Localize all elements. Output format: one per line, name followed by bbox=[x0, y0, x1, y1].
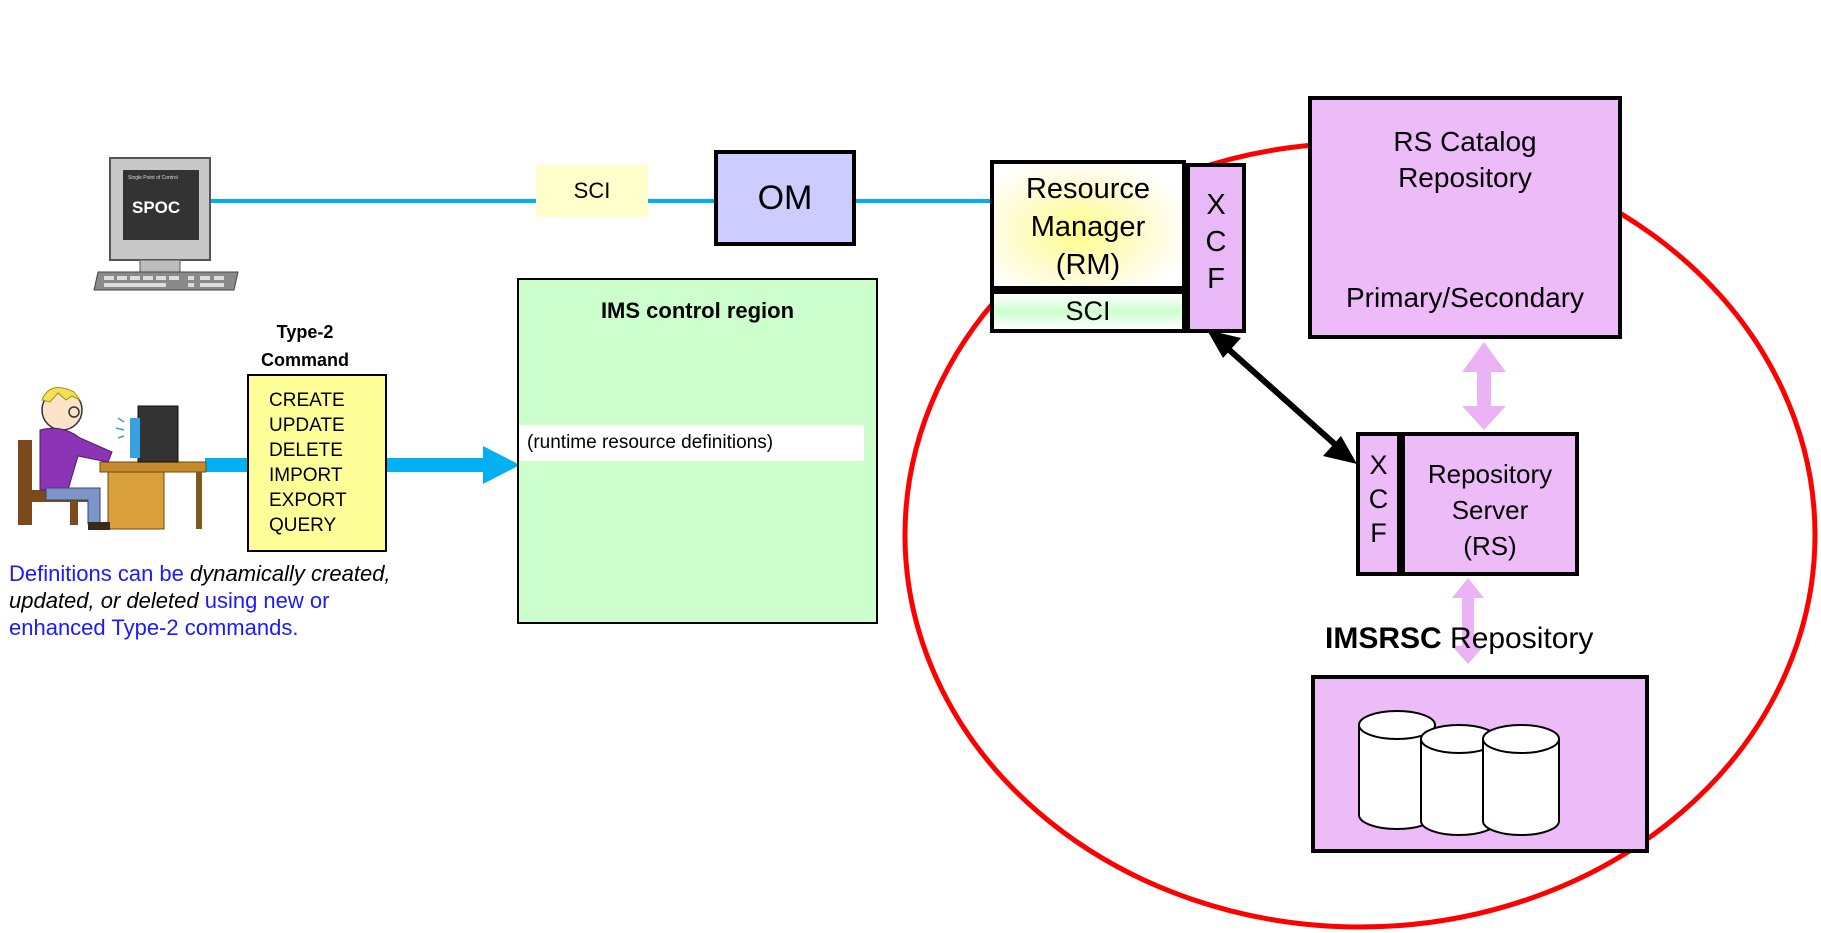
repository-cylinder-1-icon bbox=[1358, 710, 1436, 830]
rs-xcf-f: F bbox=[1370, 518, 1387, 548]
catalog-rs-double-arrow bbox=[1462, 342, 1506, 430]
resource-manager-box: Resource Manager (RM) bbox=[990, 160, 1186, 290]
type2-command-label: Type-2 Command bbox=[250, 318, 360, 374]
note-part3: enhanced Type-2 commands. bbox=[9, 615, 299, 640]
type2-line2: Command bbox=[260, 350, 349, 370]
rm-line1: Resource bbox=[1025, 173, 1151, 205]
rs-xcf-box: X C F bbox=[1356, 432, 1401, 576]
rm-rs-double-arrow bbox=[1207, 330, 1357, 464]
rm-xcf-f: F bbox=[1207, 263, 1225, 295]
rm-line2: Manager bbox=[1030, 211, 1146, 243]
catalog-line3: Primary/Secondary bbox=[1345, 282, 1585, 313]
spoc-computer-icon bbox=[93, 157, 239, 291]
rs-repository-double-arrow bbox=[1452, 578, 1484, 664]
rm-sci-box: SCI bbox=[990, 290, 1186, 333]
rs-line2: Server bbox=[1451, 495, 1529, 525]
ims-control-title: IMS control region bbox=[600, 298, 795, 323]
runtime-resource-definitions: (runtime resource definitions) bbox=[519, 425, 864, 461]
repository-cylinders bbox=[1358, 710, 1560, 836]
rs-line3: (RS) bbox=[1463, 531, 1517, 561]
definitions-note: Definitions can be dynamically created, … bbox=[9, 560, 391, 641]
rs-xcf-x: X bbox=[1369, 450, 1388, 480]
command-export: EXPORT bbox=[269, 490, 347, 511]
om-box: OM bbox=[714, 150, 856, 246]
rm-xcf-c: C bbox=[1205, 226, 1227, 258]
command-flow-arrow bbox=[205, 446, 520, 484]
command-query: QUERY bbox=[269, 515, 337, 536]
command-update: UPDATE bbox=[269, 415, 345, 436]
rm-xcf-x: X bbox=[1206, 189, 1226, 221]
sci-connector: SCI bbox=[536, 165, 648, 217]
user-at-desk-icon bbox=[18, 387, 207, 530]
imsrsc-bold: IMSRSC bbox=[1325, 622, 1442, 655]
type2-line1: Type-2 bbox=[276, 322, 334, 342]
catalog-line2: Repository bbox=[1398, 162, 1532, 193]
rs-line1: Repository bbox=[1427, 459, 1553, 489]
rs-xcf-c: C bbox=[1368, 484, 1389, 514]
note-italic2: updated, or deleted bbox=[9, 588, 199, 613]
imsrsc-repository-box bbox=[1311, 675, 1649, 853]
repository-cylinder-3-icon bbox=[1482, 724, 1560, 836]
catalog-line1: RS Catalog bbox=[1393, 126, 1537, 157]
command-import: IMPORT bbox=[269, 465, 343, 486]
note-italic1: dynamically created, bbox=[190, 561, 391, 586]
rm-xcf-box: X C F bbox=[1186, 163, 1246, 333]
imsrsc-repository-label: IMSRSC Repository bbox=[1325, 622, 1593, 656]
imsrsc-rest: Repository bbox=[1441, 622, 1594, 655]
command-list: CREATE UPDATE DELETE IMPORT EXPORT QUERY bbox=[247, 374, 387, 552]
repository-server-box: Repository Server (RS) bbox=[1401, 432, 1579, 576]
rm-line3: (RM) bbox=[1055, 249, 1121, 281]
note-part1: Definitions can be bbox=[9, 561, 190, 586]
spoc-screen-caption: Single Point of Control bbox=[128, 175, 178, 181]
note-part2: using new or bbox=[198, 588, 330, 613]
spoc-label: SPOC bbox=[132, 198, 181, 217]
command-delete: DELETE bbox=[269, 440, 343, 461]
command-create: CREATE bbox=[269, 390, 345, 411]
rs-catalog-repository-box: RS Catalog Repository Primary/Secondary bbox=[1308, 96, 1622, 339]
repository-cylinder-2-icon bbox=[1420, 724, 1498, 836]
